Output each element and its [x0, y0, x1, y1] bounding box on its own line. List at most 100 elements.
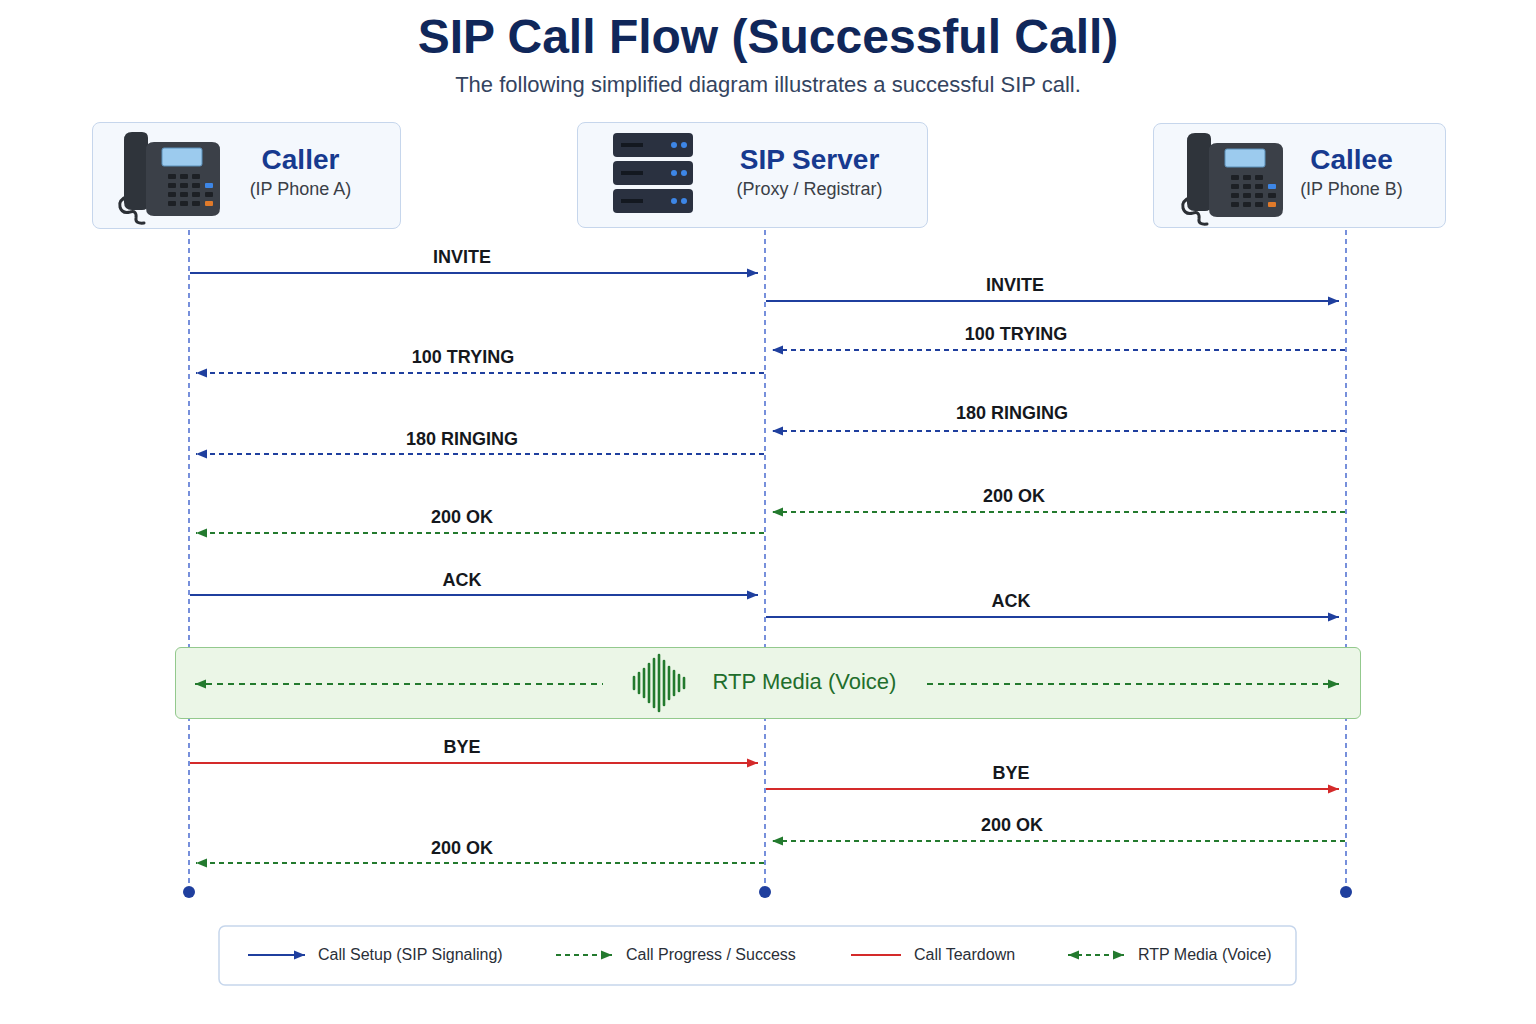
server-box: SIP Server(Proxy / Registrar) [577, 122, 928, 228]
legend-label: Call Teardown [914, 945, 1015, 965]
legend-label: Call Progress / Success [626, 945, 796, 965]
message-label: 200 OK [864, 485, 1164, 507]
phone-key [1255, 184, 1263, 189]
waveform-bar [653, 659, 656, 707]
server-unit [613, 133, 693, 157]
waveform-bar [633, 677, 636, 689]
phone-key [1231, 193, 1239, 198]
server-led [681, 198, 687, 204]
legend-box [219, 926, 1296, 985]
lifeline-end-dot [1340, 886, 1352, 898]
media-band: RTP Media (Voice) [175, 647, 1361, 719]
message-label: INVITE [312, 246, 612, 268]
server-unit [613, 161, 693, 185]
phone-base [146, 142, 220, 216]
phone-key [1243, 193, 1251, 198]
media-label: RTP Media (Voice) [635, 669, 975, 695]
participant-role: (IP Phone B) [1182, 179, 1522, 201]
phone-key [1243, 202, 1251, 207]
phone-key [180, 174, 188, 179]
phone-screen [1225, 149, 1265, 167]
phone-key [168, 174, 176, 179]
ip-phone-icon [1183, 133, 1283, 224]
server-led [681, 142, 687, 148]
provisional-response-arrow [196, 453, 764, 455]
legend-label: Call Setup (SIP Signaling) [318, 945, 503, 965]
phone-key [192, 174, 200, 179]
lifeline-end-dot [183, 886, 195, 898]
success-response-arrow [196, 862, 764, 864]
message-label: ACK [312, 569, 612, 591]
participant-name: SIP Server [640, 143, 980, 177]
server-slot [621, 143, 643, 147]
legend-label: RTP Media (Voice) [1138, 945, 1272, 965]
server-unit [613, 189, 693, 213]
media-stream-arrow [195, 683, 1339, 685]
lifeline-end-dot [759, 886, 771, 898]
waveform-bar [678, 675, 681, 691]
waveform-bar [668, 667, 671, 699]
server-led [671, 170, 677, 176]
phone-key [180, 201, 188, 206]
lifelines [183, 230, 1352, 898]
phone-key [192, 192, 200, 197]
server-slot [621, 199, 643, 203]
phone-base [1209, 143, 1283, 217]
phone-key [168, 192, 176, 197]
phone-key [1231, 202, 1239, 207]
waveform-bar [643, 669, 646, 697]
legend-sample-line [851, 954, 901, 956]
ip-phone-icon [120, 132, 220, 223]
message-label: ACK [861, 590, 1161, 612]
phone-key [1243, 184, 1251, 189]
request-arrow [190, 594, 758, 596]
phone-key [1255, 202, 1263, 207]
phone-key [180, 192, 188, 197]
phone-key [192, 183, 200, 188]
voice-waveform [634, 655, 684, 711]
waveform-bar [663, 661, 666, 705]
phone-key [205, 192, 213, 197]
phone-key [192, 201, 200, 206]
message-label: BYE [312, 736, 612, 758]
success-response-arrow [196, 532, 764, 534]
server-led [681, 170, 687, 176]
phone-key [168, 183, 176, 188]
phone-screen [162, 148, 202, 166]
participant-box: Callee(IP Phone B) [1153, 123, 1446, 228]
legend-frame [219, 926, 1296, 985]
waveform-bar [638, 673, 641, 693]
waveform-bar [648, 664, 651, 702]
phone-key [1255, 193, 1263, 198]
teardown-arrow [766, 788, 1339, 790]
server-led [671, 198, 677, 204]
phone-cord [1183, 197, 1207, 224]
participant-name: Caller [131, 143, 471, 177]
message-label: 100 TRYING [313, 346, 613, 368]
waveform-bar [673, 671, 676, 695]
message-label: 100 TRYING [866, 323, 1166, 345]
message-label: BYE [861, 762, 1161, 784]
phone-key [205, 201, 213, 206]
provisional-response-arrow [196, 372, 764, 374]
request-arrow [766, 616, 1339, 618]
message-label: 180 RINGING [862, 402, 1162, 424]
phone-key [1268, 184, 1276, 189]
phone-keypad [168, 174, 200, 206]
phone-key [1231, 175, 1239, 180]
phone-cord [120, 196, 144, 223]
lifeline [764, 230, 765, 892]
provisional-response-arrow [772, 430, 1345, 432]
message-label: 200 OK [312, 837, 612, 859]
success-response-arrow [772, 511, 1345, 513]
diagram-title: SIP Call Flow (Successful Call) [0, 8, 1536, 66]
phone-key [1231, 184, 1239, 189]
participant-box: Caller(IP Phone A) [92, 122, 401, 229]
phone-handset [1187, 133, 1211, 211]
legend-sample-line [248, 954, 305, 956]
waveform-bar [683, 678, 686, 688]
teardown-arrow [190, 762, 758, 764]
